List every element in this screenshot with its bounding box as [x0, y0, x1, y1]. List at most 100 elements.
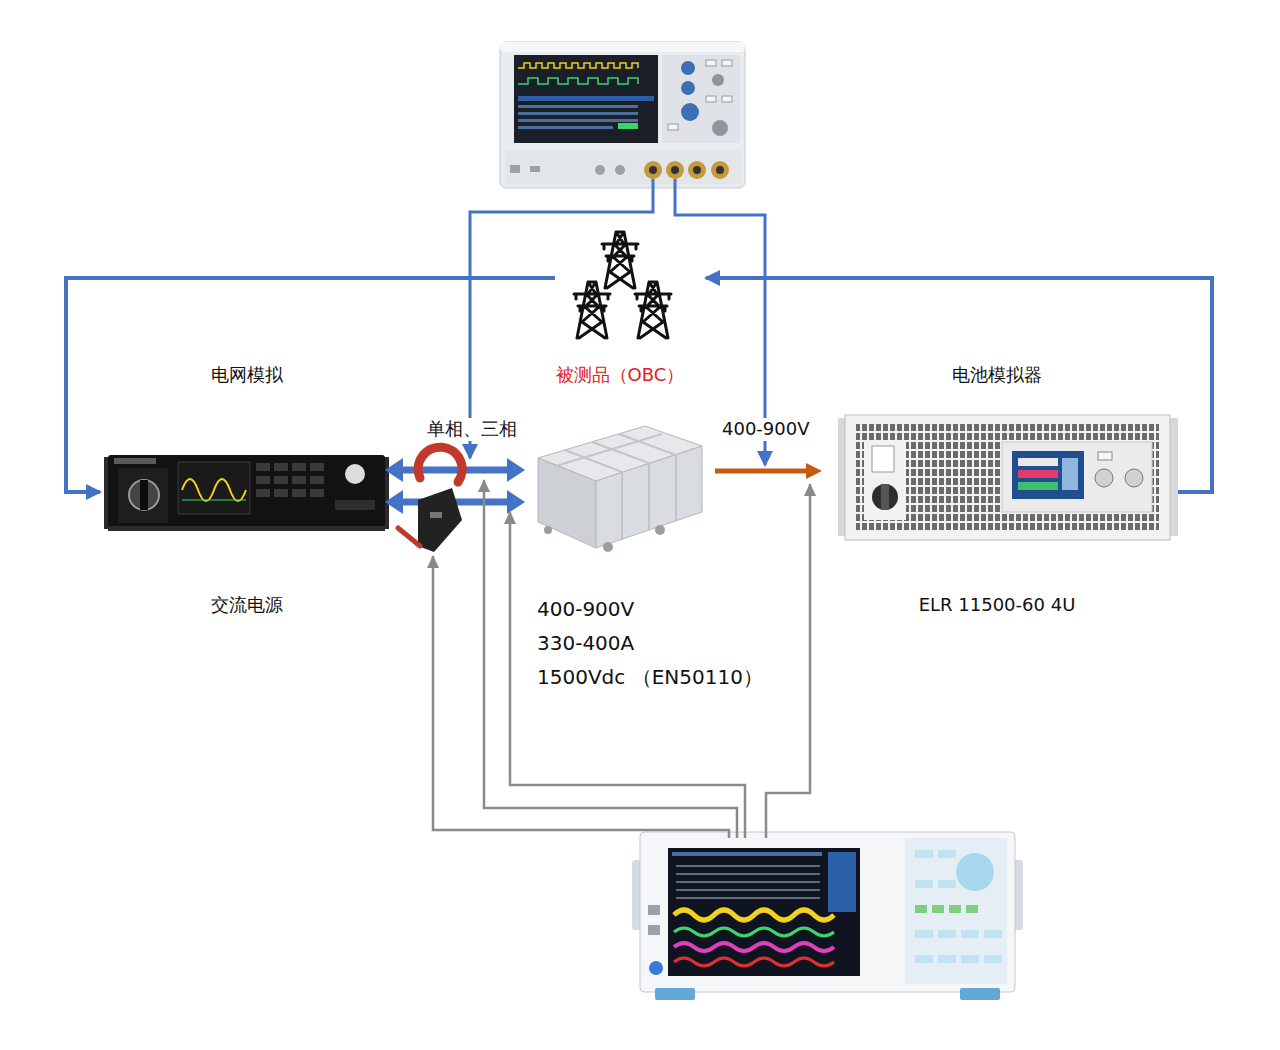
oscilloscope-illustration	[644, 161, 662, 179]
oscilloscope-illustration	[688, 161, 706, 179]
ac-source-illustration	[182, 500, 246, 501]
oscilloscope-illustration	[681, 81, 695, 95]
device-name: 交流电源	[211, 594, 283, 617]
obc-illustration	[603, 542, 613, 552]
ac-source-illustration	[182, 479, 246, 501]
power-analyzer-illustration	[932, 905, 944, 913]
oscilloscope-illustration	[518, 126, 613, 129]
oscilloscope-illustration	[518, 112, 638, 115]
battery-simulator-illustration	[1125, 469, 1143, 487]
power-analyzer-illustration	[672, 852, 822, 856]
oscilloscope-illustration	[510, 165, 520, 173]
obc-illustration	[538, 426, 702, 552]
current-clamp-illustration	[430, 512, 442, 518]
power-analyzer-illustration	[674, 910, 834, 920]
power-analyzer-illustration	[640, 832, 1015, 992]
oscilloscope-illustration	[649, 166, 657, 174]
device-box: 电网模拟交流电源	[108, 364, 385, 616]
ac-source-illustration	[108, 526, 385, 531]
oscilloscope-illustration	[500, 42, 745, 188]
obc-illustration	[622, 455, 676, 540]
oscilloscope-illustration	[716, 166, 724, 174]
oscilloscope-illustration	[518, 63, 638, 68]
oscilloscope-illustration	[518, 119, 638, 122]
power-analyzer-illustration	[915, 880, 933, 888]
power-analyzer-illustration	[960, 988, 1000, 1000]
power-analyzer-illustration	[648, 905, 660, 915]
oscilloscope-illustration	[668, 124, 678, 130]
battery-simulator-illustration	[1018, 482, 1058, 490]
ac-source-illustration	[118, 468, 168, 523]
device-heading: 被测品（OBC）	[556, 364, 685, 387]
ac-source-illustration	[292, 476, 306, 484]
ac-source-illustration	[335, 500, 375, 510]
power-analyzer-illustration	[938, 880, 956, 888]
oscilloscope-illustration	[500, 42, 745, 188]
oscilloscope-illustration	[500, 42, 745, 52]
oscilloscope-illustration	[722, 60, 732, 66]
power-analyzer-illustration	[956, 853, 994, 891]
analyzer-measure-wire	[433, 480, 810, 838]
ac-source-illustration	[274, 489, 288, 497]
device-box: 电池模拟器ELR 11500-60 4U	[822, 364, 1172, 616]
oscilloscope-illustration	[666, 161, 684, 179]
current-clamp-illustration	[418, 488, 462, 552]
power-analyzer-illustration	[674, 928, 834, 936]
ac-source-illustration	[129, 480, 159, 510]
power-analyzer-illustration	[915, 850, 933, 858]
power-analyzer-illustration	[632, 832, 1023, 1000]
device-box: 被测品（OBC）	[525, 364, 715, 562]
power-analyzer-illustration	[905, 838, 1007, 984]
ac-source-illustration	[114, 458, 156, 464]
oscilloscope-illustration	[671, 166, 679, 174]
battery-simulator-illustration	[1018, 470, 1058, 478]
power-analyzer-illustration	[938, 955, 956, 963]
oscilloscope-illustration	[681, 103, 699, 121]
power-analyzer-illustration	[676, 866, 820, 898]
oscilloscope-illustration	[693, 166, 701, 174]
current-clamp-illustration	[418, 447, 462, 482]
power-analyzer-illustration	[648, 925, 660, 935]
oscilloscope-illustration	[518, 78, 638, 84]
oscilloscope-illustration	[712, 120, 728, 136]
ac-source-illustration	[292, 489, 306, 497]
ac-source-illustration	[108, 455, 385, 531]
ac-source-illustration	[104, 455, 389, 531]
spec-label: 400-900V	[537, 596, 634, 622]
current-clamp-illustration	[398, 528, 420, 546]
battery-simulator-illustration	[864, 440, 906, 520]
obc-illustration	[538, 458, 596, 548]
battery-simulator-illustration	[881, 484, 889, 510]
power-analyzer-illustration	[984, 930, 1002, 938]
oscilloscope-illustration	[505, 150, 741, 184]
power-analyzer-illustration	[655, 988, 695, 1000]
oscilloscope-illustration	[662, 55, 740, 143]
oscilloscope-probe-wire	[470, 179, 653, 458]
battery-simulator-illustration	[1062, 458, 1078, 490]
ac-source-illustration	[140, 480, 148, 510]
oscilloscope-illustration	[530, 166, 540, 172]
oscilloscope-illustration	[712, 74, 724, 86]
spec-label: 330-400A	[537, 630, 634, 656]
power-analyzer-illustration	[674, 958, 834, 966]
battery-simulator-illustration	[1018, 458, 1058, 466]
analyzer-measure-wire	[766, 484, 810, 838]
ac-source-illustration	[292, 463, 306, 471]
oscilloscope-illustration	[618, 123, 638, 129]
obc-illustration	[544, 526, 552, 534]
oscilloscope-illustration	[706, 96, 716, 102]
oscilloscope-illustration	[518, 105, 638, 108]
ac-source-illustration	[256, 476, 270, 484]
power-analyzer-illustration	[961, 955, 979, 963]
power-analyzer-illustration	[949, 905, 961, 913]
oscilloscope-illustration	[615, 165, 625, 175]
oscilloscope-illustration	[711, 161, 729, 179]
battery-simulator-illustration	[1098, 452, 1112, 460]
ac-source-illustration	[256, 463, 270, 471]
power-analyzer-illustration	[915, 930, 933, 938]
ac-source-illustration	[310, 463, 324, 471]
obc-illustration	[556, 434, 676, 472]
